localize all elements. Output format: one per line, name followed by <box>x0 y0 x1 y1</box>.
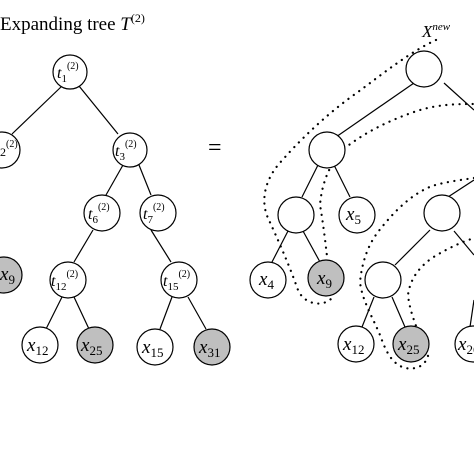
equals-sign: = <box>208 135 222 161</box>
edge-t15-x31 <box>187 296 207 330</box>
edge-r-c-d <box>394 229 431 266</box>
label-t3: t3(2) <box>115 139 137 163</box>
label-x9-left: x9 <box>0 264 15 287</box>
left-tree-edges <box>11 85 207 330</box>
label-x25-right: x25 <box>397 334 419 357</box>
label-x31-left: x31 <box>198 337 220 360</box>
leaf-x12-right <box>337 325 375 363</box>
edge-r-root-a <box>335 82 415 138</box>
node-t6 <box>83 194 121 232</box>
edge-r-a-x5 <box>333 164 351 198</box>
edge-t3-t6 <box>105 164 124 196</box>
right-tree-edges <box>271 82 474 328</box>
edge-t12-x25 <box>73 296 90 330</box>
right-tree-nodes <box>249 50 474 363</box>
label-x25-left: x25 <box>80 335 102 358</box>
edge-r-c-right <box>453 230 474 256</box>
node-r-b <box>277 196 315 234</box>
label-t6: t6(2) <box>88 202 110 226</box>
node-r-root <box>405 50 443 88</box>
label-t2: 2(2) <box>0 139 18 159</box>
label-t15: t15(2) <box>163 269 190 293</box>
left-tree-labels: t1(2) 2(2) t3(2) t6(2) t7(2) t12(2) t15(… <box>0 61 220 360</box>
edge-r-root-right <box>443 82 474 111</box>
node-t3 <box>112 132 148 168</box>
edge-t6-t12 <box>73 229 94 263</box>
node-t1 <box>52 54 88 90</box>
edge-r-d-x12 <box>361 296 375 328</box>
leaf-x15-left <box>136 328 174 366</box>
leaf-x25-right <box>392 325 430 363</box>
edge-t7-t15 <box>150 229 172 263</box>
node-t15 <box>160 261 198 299</box>
leaf-x25-left <box>76 326 114 364</box>
edge-r-right-c <box>447 179 474 198</box>
left-tree-nodes <box>0 54 231 366</box>
node-r-c <box>423 194 461 232</box>
label-x9-right: x9 <box>316 268 332 291</box>
node-t7 <box>139 194 177 232</box>
label-x5-right: x5 <box>345 204 361 227</box>
leaf-x9-left <box>0 256 23 294</box>
figure-title: Expanding tree T(2) <box>0 11 145 35</box>
edge-t1-t2 <box>11 85 63 135</box>
edge-r-d-x25 <box>391 296 406 328</box>
edge-t3-t7 <box>138 164 152 196</box>
edge-t12-x12 <box>45 296 63 330</box>
leaf-x9-right <box>307 259 345 297</box>
leaf-x31-left <box>193 328 231 366</box>
node-r-a <box>308 131 346 169</box>
label-x26-right: x26 <box>457 334 474 357</box>
leaf-x12-left <box>21 326 59 364</box>
edge-r-a-b <box>301 164 319 198</box>
label-t12: t12(2) <box>51 269 78 293</box>
leaf-x26-right <box>454 325 474 363</box>
node-r-d <box>364 261 402 299</box>
label-x4-right: x4 <box>258 269 274 292</box>
label-x12-right: x12 <box>342 334 364 357</box>
label-t1: t1(2) <box>57 61 79 85</box>
edge-r-b-x4 <box>271 230 289 263</box>
leaf-x5-right <box>338 196 376 234</box>
edge-t1-t3 <box>78 85 119 135</box>
xnew-label: Xnew <box>421 21 451 41</box>
node-t2 <box>0 131 21 169</box>
edge-r-b-x9 <box>302 230 321 263</box>
edge-r-x26 <box>469 299 474 328</box>
label-x12-left: x12 <box>26 335 48 358</box>
leaf-x4-right <box>249 261 287 299</box>
label-t7: t7(2) <box>143 202 165 226</box>
node-t12 <box>49 261 87 299</box>
label-x15-left: x15 <box>141 337 163 360</box>
xnew-dotted-boundary <box>263 38 474 305</box>
edge-t15-x15 <box>159 296 173 330</box>
right-tree-labels: x5 x4 x9 x12 x25 x26 <box>258 204 474 357</box>
